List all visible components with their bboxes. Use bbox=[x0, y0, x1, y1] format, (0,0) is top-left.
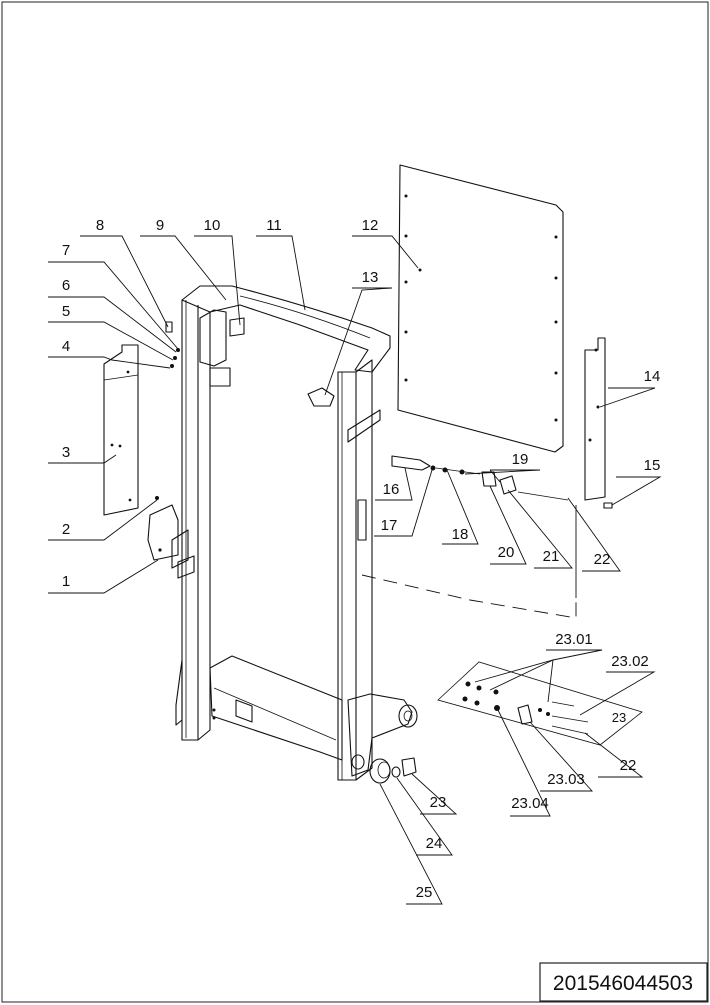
label-17: 17 bbox=[381, 517, 398, 534]
label-18: 18 bbox=[452, 526, 469, 543]
alignment-line bbox=[361, 574, 577, 619]
label-1: 1 bbox=[62, 573, 70, 590]
drawing-number: 201546044503 bbox=[553, 972, 693, 995]
label-6: 6 bbox=[62, 277, 70, 294]
label-24: 24 bbox=[426, 835, 443, 852]
label-25: 25 bbox=[416, 884, 433, 901]
label-19: 19 bbox=[512, 451, 529, 468]
label-16: 16 bbox=[383, 481, 400, 498]
part-labels: 1 2 3 4 5 6 7 8 9 10 11 12 13 14 15 16 1… bbox=[62, 217, 661, 901]
label-23-box: 23 bbox=[612, 710, 626, 725]
mast-assembly bbox=[171, 285, 418, 781]
label-23: 23 bbox=[430, 794, 447, 811]
label-4: 4 bbox=[62, 338, 70, 355]
label-20: 20 bbox=[498, 544, 515, 561]
screw-15 bbox=[603, 502, 613, 509]
label-22-upper: 22 bbox=[594, 551, 611, 568]
label-12: 12 bbox=[362, 217, 379, 234]
label-23-04: 23.04 bbox=[511, 795, 549, 812]
label-23-03: 23.03 bbox=[547, 771, 585, 788]
label-7: 7 bbox=[62, 242, 70, 259]
label-21: 21 bbox=[543, 548, 560, 565]
assembly-23 bbox=[437, 661, 643, 746]
label-22-lower: 22 bbox=[620, 757, 637, 774]
side-panel-14 bbox=[584, 337, 606, 501]
label-13: 13 bbox=[362, 269, 379, 286]
label-8: 8 bbox=[96, 217, 104, 234]
wheel-assembly bbox=[369, 757, 417, 784]
label-11: 11 bbox=[266, 217, 282, 234]
label-15: 15 bbox=[644, 457, 661, 474]
rod-assembly bbox=[391, 455, 569, 501]
small-parts-4-8 bbox=[165, 321, 180, 368]
label-2: 2 bbox=[62, 521, 70, 538]
leader-lines bbox=[48, 235, 662, 905]
label-3: 3 bbox=[62, 444, 70, 461]
side-panel-left bbox=[103, 344, 139, 516]
title-block bbox=[539, 962, 708, 1002]
label-14: 14 bbox=[644, 368, 661, 385]
label-23-02: 23.02 bbox=[611, 653, 649, 670]
bracket-1 bbox=[147, 504, 179, 561]
label-9: 9 bbox=[156, 217, 164, 234]
label-5: 5 bbox=[62, 303, 70, 320]
label-23-01: 23.01 bbox=[555, 631, 593, 648]
rear-panel-12 bbox=[397, 164, 564, 453]
label-10: 10 bbox=[204, 217, 221, 234]
